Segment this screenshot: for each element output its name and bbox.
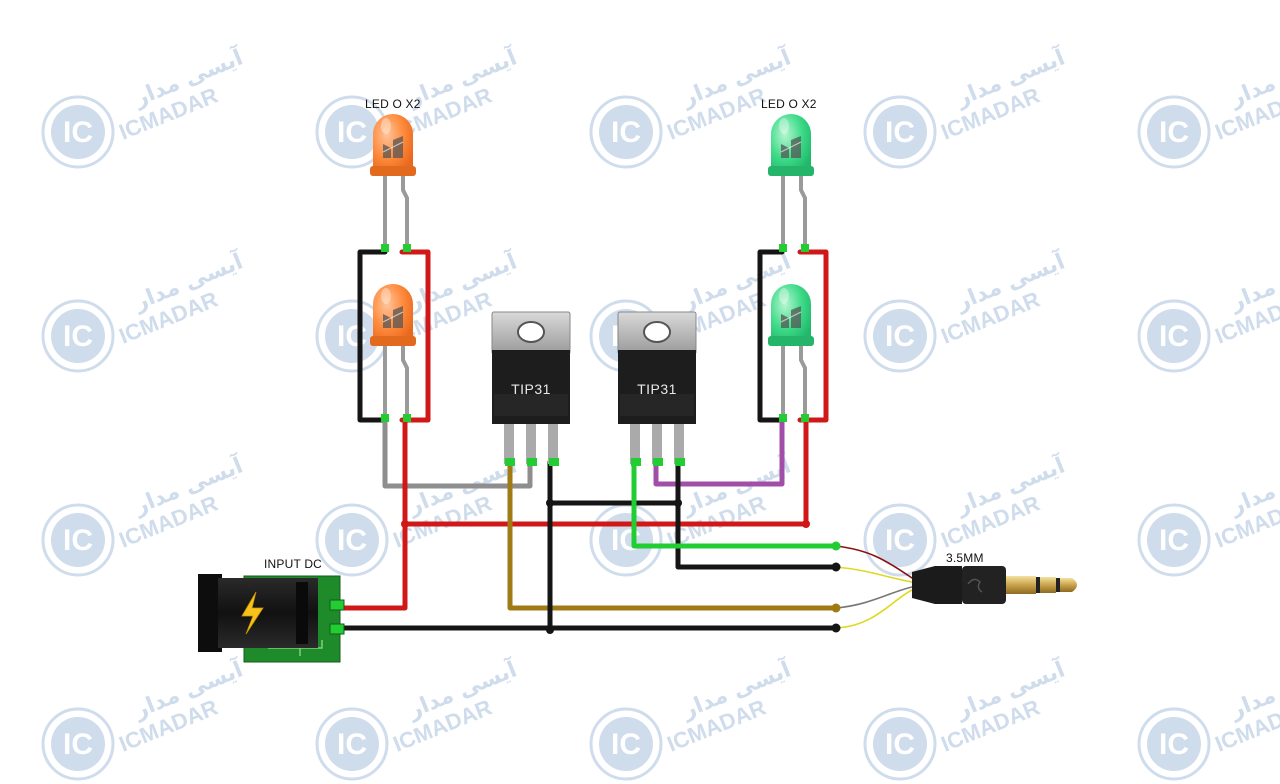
led-green-bottom xyxy=(768,284,814,422)
jack-lead-yellow1 xyxy=(835,566,913,583)
audio-jack xyxy=(912,566,1077,604)
led-right-label: LED O X2 xyxy=(761,97,817,111)
jack-lead-yellow2 xyxy=(835,589,913,629)
wire-black-right-led xyxy=(757,249,785,423)
wire-purple xyxy=(653,417,785,487)
input-dc-label: INPUT DC xyxy=(264,557,323,571)
wires xyxy=(335,249,913,633)
wire-red-dc xyxy=(335,521,408,611)
led-green-top xyxy=(768,114,814,252)
led-group xyxy=(370,114,814,422)
wire-red-right-led xyxy=(797,249,829,423)
wire-brown xyxy=(507,459,837,611)
wire-red-bus xyxy=(402,417,809,527)
wire-black-right xyxy=(675,459,837,570)
jack-label: 3.5MM xyxy=(946,551,984,565)
transistor-left: TIP31 xyxy=(491,311,571,464)
transistor-right: TIP31 xyxy=(617,311,697,464)
jack-lead-red xyxy=(835,545,913,579)
dc-jack xyxy=(198,574,345,663)
wire-gray xyxy=(382,417,533,489)
jack-lead-gray xyxy=(835,586,913,609)
transistor-left-label: TIP31 xyxy=(511,381,551,397)
wire-black-left-led xyxy=(357,249,388,423)
led-orange-top xyxy=(370,114,416,252)
lightning-bolt-icon xyxy=(241,591,264,635)
transistor-right-label: TIP31 xyxy=(637,381,677,397)
transistor-pin-tips xyxy=(505,458,685,466)
junctions xyxy=(401,499,841,634)
led-left-label: LED O X2 xyxy=(365,97,421,111)
led-orange-bottom xyxy=(370,284,416,422)
wire-red-left-led xyxy=(399,249,431,423)
wire-green xyxy=(631,459,837,549)
